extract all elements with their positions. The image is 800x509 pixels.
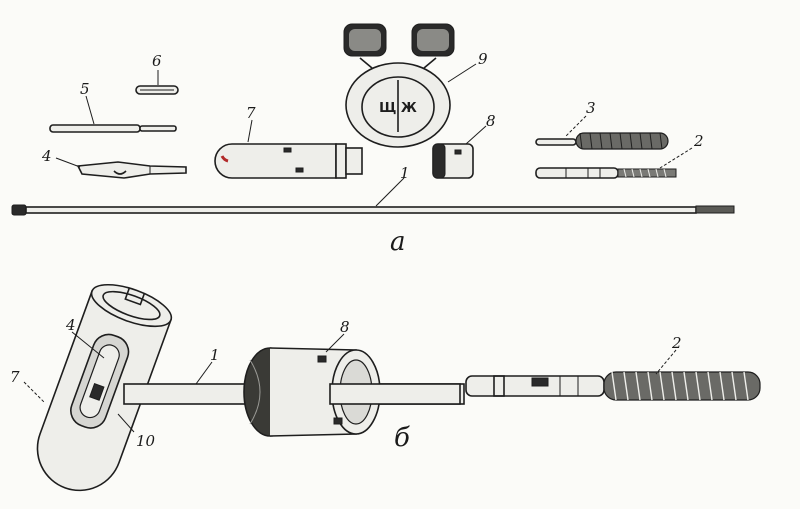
- label-b10: 10: [136, 432, 156, 450]
- leader-5: [85, 95, 95, 125]
- leader-b2: [655, 349, 677, 375]
- drift-part: [76, 161, 187, 179]
- assembled-cap: [243, 347, 461, 437]
- section-a-label: а: [390, 227, 406, 257]
- leader-b1: [195, 361, 213, 385]
- label-b2: 2: [671, 334, 682, 352]
- screwdriver-part: [49, 124, 177, 133]
- rod-part: [11, 204, 735, 216]
- label-6: 6: [152, 52, 162, 70]
- leader-b8: [325, 333, 345, 353]
- label-b8: 8: [340, 318, 350, 336]
- cap-part: [432, 143, 474, 179]
- leader-8: [465, 125, 487, 145]
- label-2: 2: [693, 132, 704, 150]
- label-b1: 1: [210, 346, 220, 364]
- leader-4: [55, 157, 81, 168]
- label-7: 7: [246, 104, 256, 122]
- label-9: 9: [478, 50, 488, 68]
- oil-can-marks: Щ Ж: [379, 101, 417, 116]
- label-3: 3: [586, 99, 596, 117]
- assembled-case: [36, 283, 173, 492]
- leader-9: [447, 63, 477, 83]
- label-8: 8: [486, 112, 496, 130]
- oil-can-part: Щ Ж: [343, 23, 455, 148]
- leader-b7: [23, 381, 45, 403]
- leader-2: [659, 147, 693, 169]
- leader-1: [375, 177, 405, 207]
- label-1: 1: [400, 164, 410, 182]
- wiper-part: [535, 132, 669, 150]
- brush-part: [535, 167, 677, 179]
- leader-b4: [71, 331, 105, 359]
- pin-part: [135, 85, 179, 95]
- label-5: 5: [80, 80, 90, 98]
- label-b4: 4: [65, 316, 76, 334]
- case-part: [214, 143, 363, 179]
- section-b-label: б: [394, 423, 410, 453]
- label-4: 4: [41, 147, 52, 165]
- leader-7: [247, 119, 253, 143]
- leader-b10: [117, 413, 135, 433]
- assembled-brush: [465, 371, 761, 401]
- label-b7: 7: [10, 368, 20, 386]
